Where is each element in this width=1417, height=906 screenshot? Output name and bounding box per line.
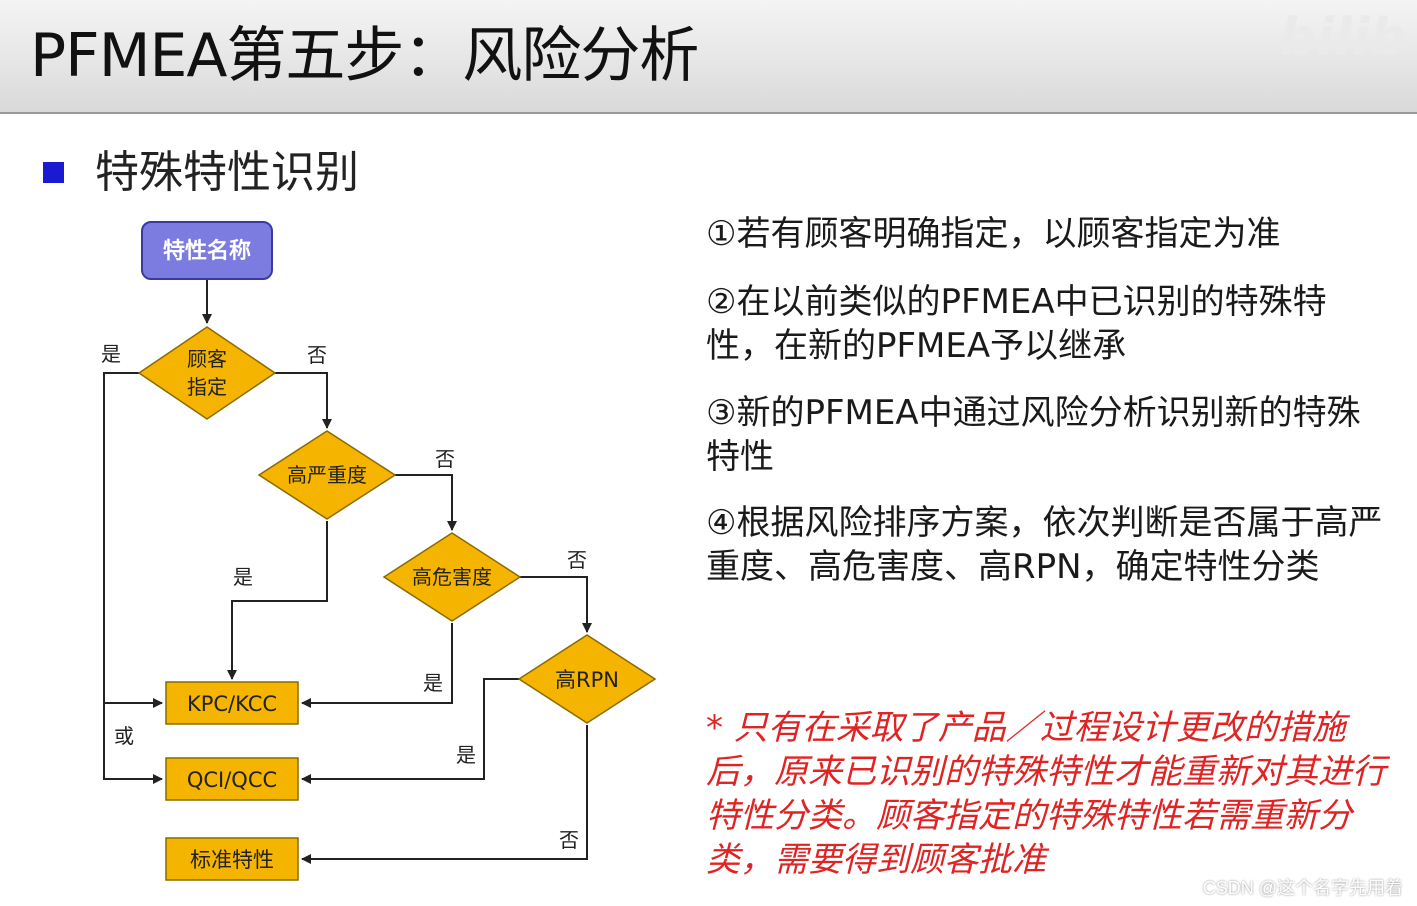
decision-customer-label-1: 顾客 — [187, 347, 227, 371]
point-3: ③新的PFMEA中通过风险分析识别新的特殊特性 — [706, 393, 1361, 477]
decision-rpn-label: 高RPN — [555, 668, 619, 692]
outcome-standard — [165, 837, 299, 881]
decision-high-severity — [257, 430, 397, 520]
connector-customer-yes-qci — [103, 372, 163, 784]
decision-customer-label-2: 指定 — [187, 375, 227, 399]
section-title: 特殊特性识别 — [95, 147, 359, 198]
outcome-kpc-kcc — [165, 681, 299, 725]
connector-hazard-yes — [301, 623, 453, 708]
bullet-square-icon — [43, 162, 64, 183]
label-hazard-no: 否 — [567, 548, 587, 572]
connector-hazard-no — [520, 576, 592, 633]
flowchart: 特性名称 顾客 指定 高严重度 高危害度 高RPN KPC/KCC QCI/QC… — [101, 221, 657, 881]
label-customer-yes: 是 — [101, 342, 121, 366]
connector-rpn-yes — [301, 678, 520, 784]
decision-customer-specified — [137, 326, 277, 420]
outcome-qci-qcc-label: QCI/QCC — [187, 768, 277, 792]
bilibili-watermark-logo: bilib — [1279, 8, 1407, 68]
outcome-standard-label: 标准特性 — [190, 848, 274, 872]
decision-hazard-label: 高危害度 — [412, 565, 492, 589]
outcome-kpc-kcc-label: KPC/KCC — [187, 692, 277, 716]
label-rpn-yes: 是 — [456, 743, 476, 767]
decision-severity-label: 高严重度 — [287, 463, 367, 487]
label-severity-no: 否 — [435, 447, 455, 471]
start-node-label: 特性名称 — [163, 238, 251, 264]
point-2: ②在以前类似的PFMEA中已识别的特殊特性，在新的PFMEA予以继承 — [706, 282, 1327, 366]
label-rpn-no: 否 — [559, 828, 579, 852]
label-customer-no: 否 — [307, 343, 327, 367]
connector-severity-yes — [227, 521, 328, 680]
connector-customer-no — [275, 372, 332, 429]
point-1: ①若有顾客明确指定，以顾客指定为准 — [706, 214, 1281, 254]
connector-rpn-no — [301, 725, 588, 864]
label-hazard-yes: 是 — [423, 671, 443, 695]
decision-high-rpn — [517, 634, 657, 724]
decision-high-hazard — [382, 532, 522, 622]
page-title: PFMEA第五步：风险分析 — [30, 21, 699, 91]
label-or: 或 — [114, 724, 134, 748]
start-node — [141, 221, 273, 280]
label-severity-yes: 是 — [233, 565, 253, 589]
connector-severity-no — [395, 474, 457, 531]
outcome-qci-qcc — [165, 757, 299, 801]
point-4: ④根据风险排序方案，依次判断是否属于高严重度、高危害度、高RPN，确定特性分类 — [706, 503, 1383, 587]
red-note: * 只有在采取了产品／过程设计更改的措施后，原来已识别的特殊特性才能重新对其进行… — [706, 708, 1386, 880]
csdn-credit: CSDN @这个名字先用着 — [1202, 878, 1403, 898]
header-bar: PFMEA第五步：风险分析 bilib — [0, 0, 1417, 114]
